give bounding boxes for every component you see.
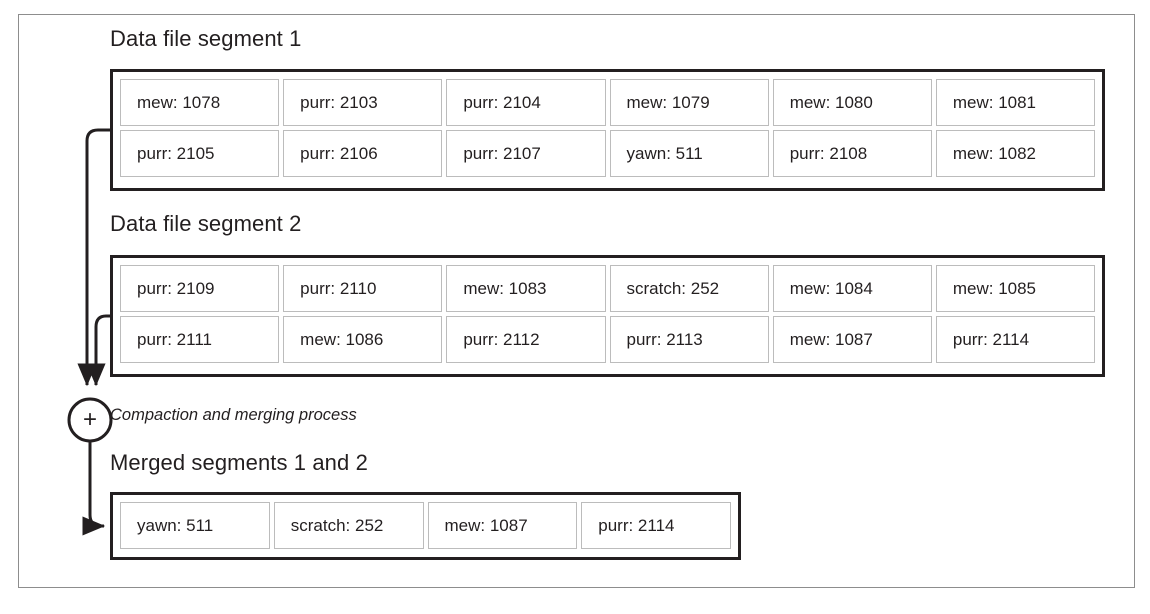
list-item: purr: 2108 [772, 130, 932, 177]
list-item: mew: 1078 [120, 79, 280, 126]
list-item: purr: 2111 [120, 316, 280, 363]
list-item: purr: 2113 [609, 316, 769, 363]
list-item: mew: 1086 [283, 316, 443, 363]
list-item: scratch: 252 [273, 502, 424, 549]
list-item: mew: 1084 [772, 265, 932, 312]
list-item: purr: 2114 [581, 502, 731, 549]
list-item: purr: 2109 [120, 265, 280, 312]
list-item: yawn: 511 [609, 130, 769, 177]
table-row: purr: 2105 purr: 2106 purr: 2107 yawn: 5… [120, 130, 1096, 177]
list-item: yawn: 511 [120, 502, 270, 549]
list-item: mew: 1081 [935, 79, 1096, 126]
plus-icon: + [82, 406, 97, 433]
list-item: scratch: 252 [609, 265, 769, 312]
list-item: mew: 1087 [772, 316, 932, 363]
list-item: purr: 2103 [283, 79, 443, 126]
merged-segment-box: yawn: 511 scratch: 252 mew: 1087 purr: 2… [110, 492, 741, 560]
compaction-process-label: Compaction and merging process [110, 406, 357, 424]
list-item: purr: 2104 [446, 79, 606, 126]
segment-1-title: Data file segment 1 [110, 26, 302, 51]
merged-segments-title: Merged segments 1 and 2 [110, 450, 368, 475]
table-row: purr: 2109 purr: 2110 mew: 1083 scratch:… [120, 265, 1096, 312]
segment-1-box: mew: 1078 purr: 2103 purr: 2104 mew: 107… [110, 69, 1105, 191]
list-item: mew: 1080 [772, 79, 932, 126]
table-row: purr: 2111 mew: 1086 purr: 2112 purr: 21… [120, 316, 1096, 363]
list-item: mew: 1082 [935, 130, 1096, 177]
list-item: purr: 2106 [283, 130, 443, 177]
list-item: mew: 1083 [446, 265, 606, 312]
segment-2-title: Data file segment 2 [110, 211, 302, 236]
list-item: purr: 2112 [446, 316, 606, 363]
table-row: mew: 1078 purr: 2103 purr: 2104 mew: 107… [120, 79, 1096, 126]
table-row: yawn: 511 scratch: 252 mew: 1087 purr: 2… [120, 502, 731, 549]
list-item: purr: 2114 [935, 316, 1096, 363]
list-item: mew: 1079 [609, 79, 769, 126]
list-item: mew: 1085 [935, 265, 1096, 312]
segment-2-box: purr: 2109 purr: 2110 mew: 1083 scratch:… [110, 255, 1105, 377]
list-item: mew: 1087 [427, 502, 578, 549]
list-item: purr: 2110 [283, 265, 443, 312]
list-item: purr: 2105 [120, 130, 280, 177]
list-item: purr: 2107 [446, 130, 606, 177]
